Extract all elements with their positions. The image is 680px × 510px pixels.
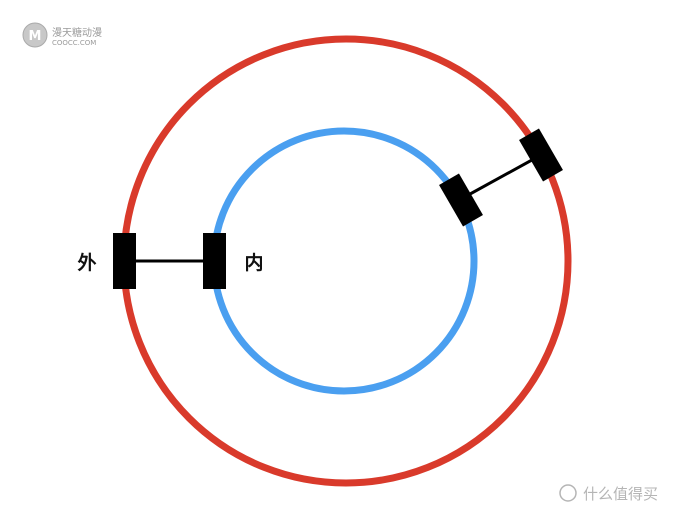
watermark-logo-icon [559,484,577,502]
right-outer-wheel [519,128,563,182]
left-inner-wheel [203,233,226,289]
watermark: 什么值得买 [559,484,658,503]
outer-label: 外 [77,251,96,274]
logo-name-en: COOCC.COM [52,39,96,47]
watermark-text: 什么值得买 [583,485,658,503]
site-logo: M 漫天糖动漫 COOCC.COM [22,22,102,48]
right-inner-wheel [439,173,483,227]
logo-name-cn: 漫天糖动漫 [52,26,102,39]
right-axle [460,153,542,201]
logo-mark-letter: M [29,29,42,44]
inner-label: 内 [244,251,263,274]
left-outer-wheel [113,233,136,289]
logo-mark-icon [22,22,48,48]
